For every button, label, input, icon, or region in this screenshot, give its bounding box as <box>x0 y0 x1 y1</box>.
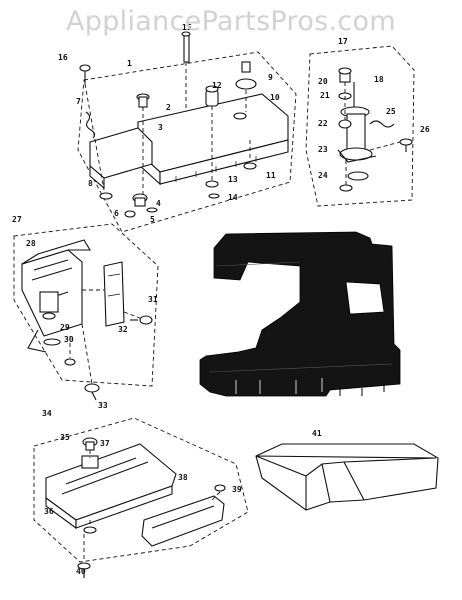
callout-21: 21 <box>320 91 330 100</box>
callout-12: 12 <box>212 81 222 90</box>
callout-17: 17 <box>338 37 348 46</box>
callout-labels: 1 2 3 4 5 6 7 8 9 10 11 12 13 14 15 16 1… <box>12 23 430 576</box>
callout-11: 11 <box>266 171 276 180</box>
callout-27: 27 <box>12 215 22 224</box>
callout-29: 29 <box>60 323 70 332</box>
callout-31: 31 <box>148 295 158 304</box>
callout-20: 20 <box>318 77 328 86</box>
top-cover-group <box>77 31 297 233</box>
callout-7: 7 <box>76 97 81 106</box>
callout-37: 37 <box>100 439 110 448</box>
callout-18: 18 <box>374 75 384 84</box>
face-plate-group <box>13 223 159 401</box>
callout-5: 5 <box>150 215 155 224</box>
callout-28: 28 <box>26 239 36 248</box>
bobbin-winder-group <box>305 45 415 207</box>
callout-14: 14 <box>228 193 238 202</box>
callout-38: 38 <box>178 473 188 482</box>
callout-13: 13 <box>228 175 238 184</box>
callout-32: 32 <box>118 325 128 334</box>
callout-39: 39 <box>232 485 242 494</box>
callout-33: 33 <box>98 401 108 410</box>
callout-10: 10 <box>270 93 280 102</box>
bed-cover-group <box>33 417 249 578</box>
callout-41: 41 <box>312 429 322 438</box>
callout-26: 26 <box>420 125 430 134</box>
callout-4: 4 <box>156 199 161 208</box>
callout-2: 2 <box>166 103 171 112</box>
callout-8: 8 <box>88 179 93 188</box>
machine-arm-casting <box>199 231 401 397</box>
callout-9: 9 <box>268 73 273 82</box>
callout-40: 40 <box>76 567 86 576</box>
callout-24: 24 <box>318 171 328 180</box>
callout-30: 30 <box>64 335 74 344</box>
watermark: AppliancePartsPros.com <box>66 6 396 37</box>
callout-6: 6 <box>114 209 119 218</box>
callout-25: 25 <box>386 107 396 116</box>
callout-34: 34 <box>42 409 52 418</box>
callout-3: 3 <box>158 123 163 132</box>
callout-36: 36 <box>44 507 54 516</box>
callout-16: 16 <box>58 53 68 62</box>
callout-15: 15 <box>182 23 192 32</box>
callout-35: 35 <box>60 433 70 442</box>
callout-23: 23 <box>318 145 328 154</box>
carrying-case <box>255 443 439 511</box>
callout-22: 22 <box>318 119 328 128</box>
callout-1: 1 <box>127 59 132 68</box>
